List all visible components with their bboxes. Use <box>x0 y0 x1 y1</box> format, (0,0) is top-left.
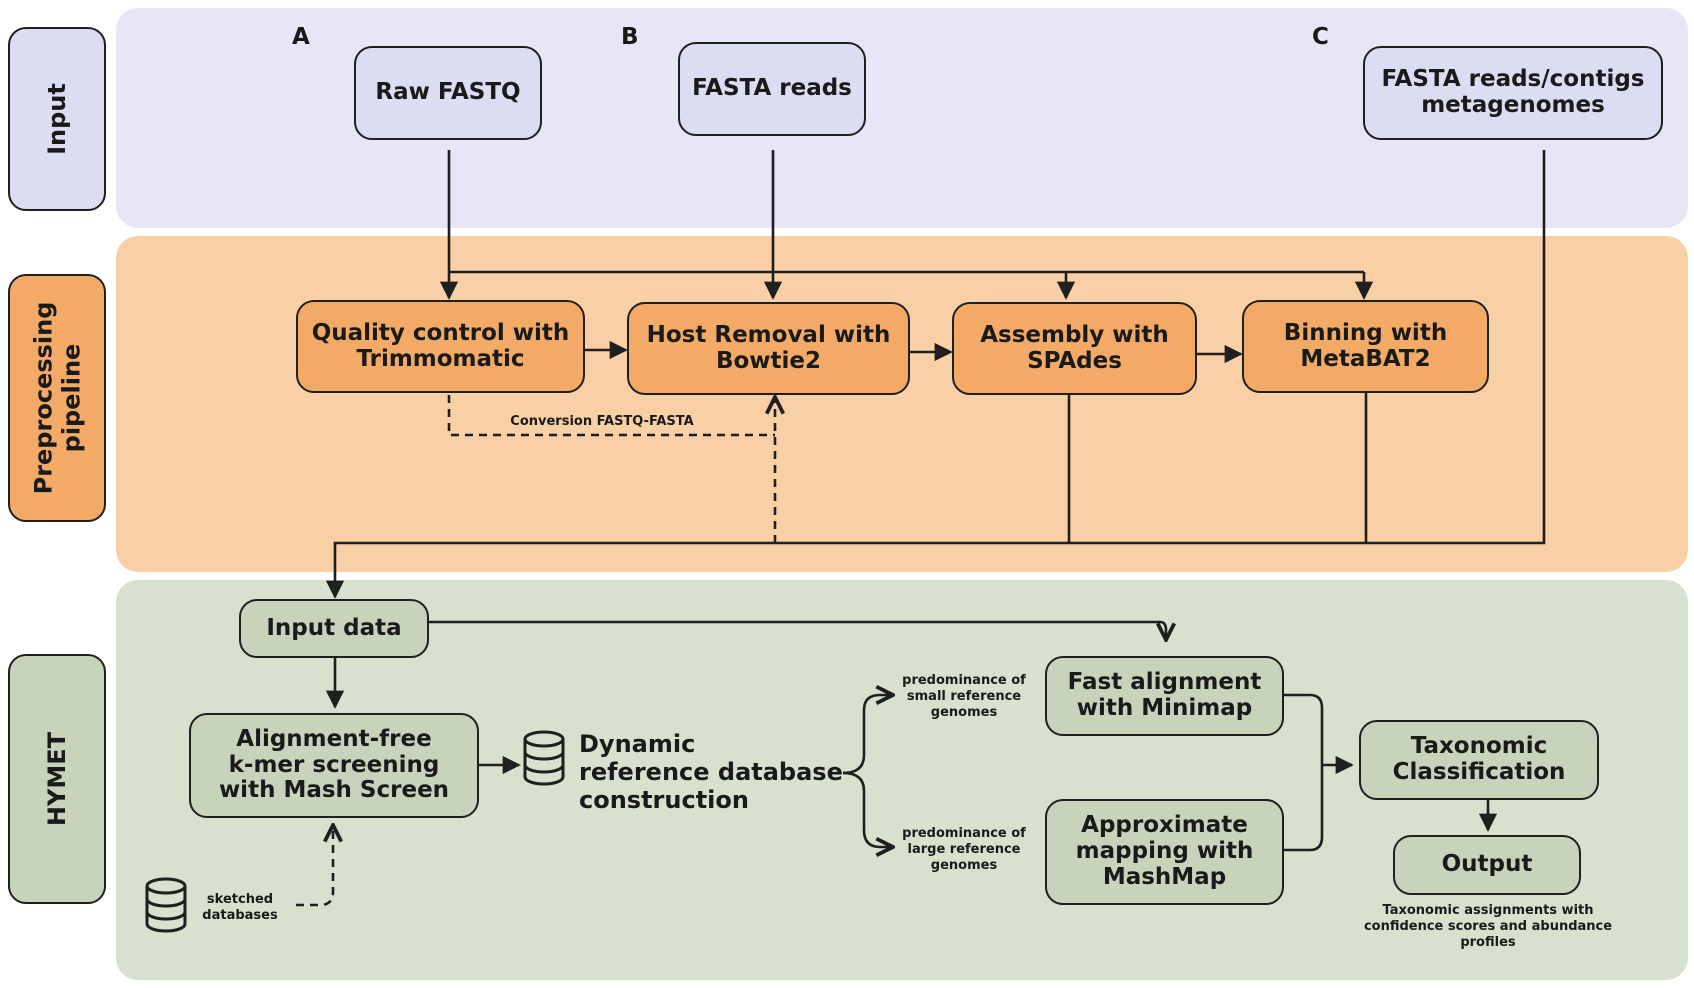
dashed-conversion-line <box>447 395 775 437</box>
arrow-input-to-minimap <box>429 620 1166 640</box>
output-description: Taxonomic assignments with confidence sc… <box>1363 903 1613 950</box>
database-icon <box>523 730 565 786</box>
preprocessing-section-label: Preprocessing pipeline <box>8 274 106 522</box>
host-removal-box: Host Removal with Bowtie2 <box>627 302 910 395</box>
quality-control-box: Quality control with Trimmomatic <box>296 300 585 393</box>
fasta-reads-box: FASTA reads <box>678 42 866 136</box>
database-icon <box>145 877 187 933</box>
large-ref-label: predominance of large reference genomes <box>902 826 1026 873</box>
small-ref-label: predominance of small reference genomes <box>902 673 1026 720</box>
dynamic-db-label: Dynamic reference database construction <box>579 730 843 814</box>
input-data-box: Input data <box>239 599 429 658</box>
preprocessing-panel <box>116 236 1688 572</box>
input-section-label: Input <box>8 27 106 211</box>
merge-bracket <box>1284 693 1324 852</box>
conversion-label: Conversion FASTQ-FASTA <box>510 414 694 429</box>
minimap-box: Fast alignment with Minimap <box>1045 656 1284 736</box>
binning-box: Binning with MetaBAT2 <box>1242 300 1489 393</box>
label-b: B <box>621 24 639 50</box>
label-a: A <box>292 24 310 50</box>
raw-fastq-box: Raw FASTQ <box>354 46 542 140</box>
assembly-box: Assembly with SPAdes <box>952 302 1197 395</box>
kmer-screening-box: Alignment-free k-mer screening with Mash… <box>189 713 479 818</box>
dashed-sketched-to-mash <box>296 825 333 907</box>
hymet-section-label: HYMET <box>8 654 106 904</box>
output-box: Output <box>1393 835 1581 895</box>
taxonomic-box: Taxonomic Classification <box>1359 720 1599 800</box>
line-contigs-down <box>325 150 1546 599</box>
sketched-databases-label: sketched databases <box>202 892 278 923</box>
fork-brace <box>842 695 893 775</box>
fasta-contigs-box: FASTA reads/contigs metagenomes <box>1363 46 1663 140</box>
label-c: C <box>1312 24 1329 50</box>
mashmap-box: Approximate mapping with MashMap <box>1045 799 1284 905</box>
